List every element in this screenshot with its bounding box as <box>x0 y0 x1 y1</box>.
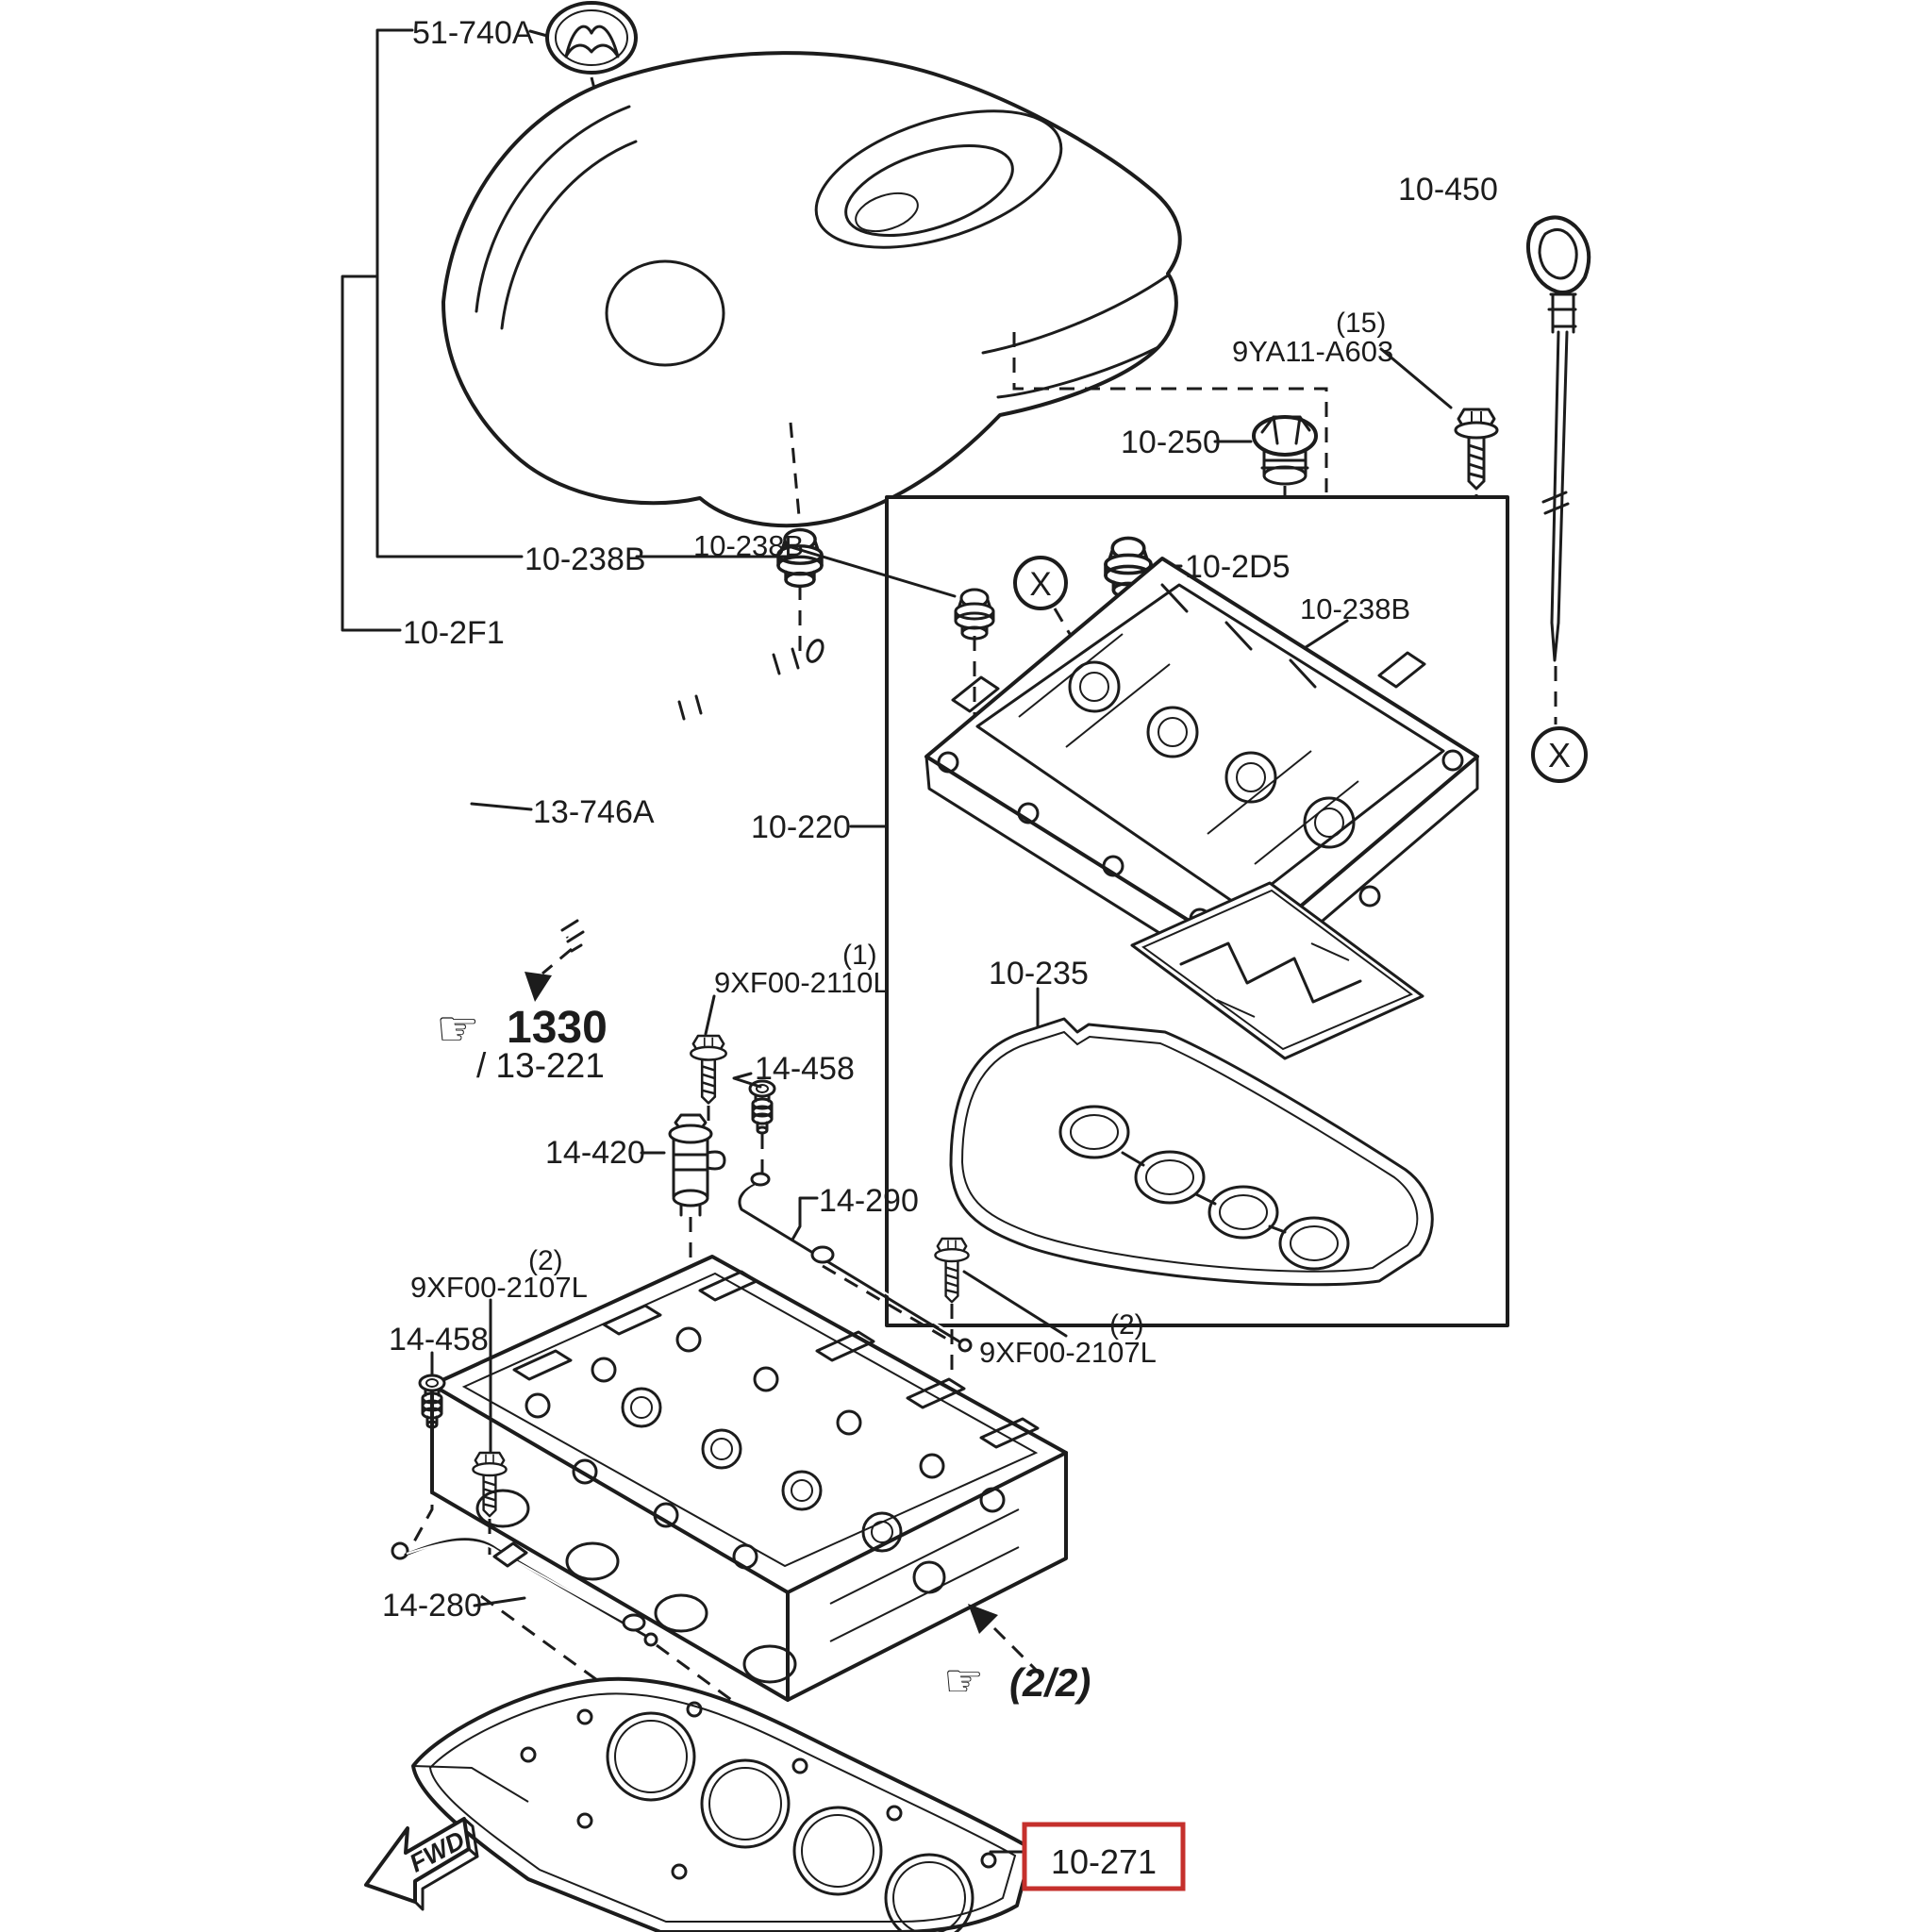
label-14-280: 14-280 <box>382 1588 482 1624</box>
label-14-458-lower: 14-458 <box>389 1322 489 1357</box>
joint-upper-leader <box>732 1072 762 1089</box>
baffle-plate-art <box>1130 881 1424 1060</box>
label-51-740a: 51-740A <box>412 15 534 51</box>
cross-marker-box: X <box>1013 556 1068 610</box>
joint-upper-art <box>748 1079 776 1135</box>
cross-marker-dipstick: X <box>1531 726 1588 783</box>
cross-marker-box-text: X <box>1029 566 1051 603</box>
oil-pipe-lower-art <box>391 1538 658 1647</box>
dipstick-art <box>1525 215 1591 662</box>
cover-cap-projection <box>1012 332 1328 492</box>
label-10-238b-box-left: 10-238B <box>693 529 804 562</box>
label-9xf00-2107l-right: 9XF00-2107L <box>979 1336 1157 1369</box>
label-qty-1: (1) <box>842 940 877 971</box>
label-9ya11-a603: 9YA11-A603 <box>1232 335 1393 368</box>
oil-pipe-upper-leader <box>791 1196 819 1241</box>
label-14-290: 14-290 <box>819 1183 919 1219</box>
hose-ref-projection <box>541 947 573 975</box>
joint-lower-projection <box>411 1428 434 1544</box>
cylinder-head-art <box>430 1255 1068 1702</box>
fwd-direction-icon: FWD <box>364 1817 479 1911</box>
label-14-458-upper: 14-458 <box>755 1051 855 1087</box>
bolt-9ya11-art <box>1454 408 1499 491</box>
hand-pointer-icon-1330: ☞ <box>436 1001 480 1058</box>
bolt-2110l-art <box>690 1034 727 1105</box>
mazda-emblem-icon <box>545 1 638 75</box>
head-gasket-label: 10-271 <box>1051 1842 1157 1881</box>
engine-cover-art <box>441 51 1182 528</box>
emblem-leader <box>528 29 549 38</box>
label-14-420: 14-420 <box>545 1135 645 1171</box>
ref-1330-label[interactable]: 1330 <box>507 1003 608 1053</box>
valve-cover-art <box>924 557 1479 989</box>
head-gasket-projection <box>480 1594 605 1687</box>
label-10-220: 10-220 <box>751 809 851 845</box>
bolt-2110l-leader <box>704 994 716 1036</box>
label-10-235: 10-235 <box>989 956 1089 991</box>
view-ref-arrow <box>968 1604 998 1634</box>
label-10-238b-box-right: 10-238B <box>1300 592 1410 625</box>
label-13-746a: 13-746A <box>533 794 655 830</box>
label-qty-2-left: (2) <box>528 1245 563 1276</box>
hand-pointer-icon-view: ☞ <box>943 1655 984 1707</box>
bolt-9ya11-leader <box>1379 347 1453 409</box>
label-10-250: 10-250 <box>1121 425 1221 460</box>
label-qty-2-right: (2) <box>1109 1309 1144 1341</box>
bolt-2107r-leader <box>962 1270 1068 1338</box>
hose-ref-arrow <box>525 972 552 1002</box>
vent-hose-leader <box>470 802 533 811</box>
ref-view-label: (2/2) <box>1009 1660 1091 1705</box>
cross-marker-dipstick-text: X <box>1548 736 1571 774</box>
label-10-238b-outer: 10-238B <box>525 541 646 577</box>
label-qty-15: (15) <box>1336 308 1386 339</box>
oil-pipe-upper-art <box>738 1172 973 1353</box>
oil-cap-art <box>1252 415 1318 486</box>
ref-13-221-label[interactable]: / 13-221 <box>476 1046 605 1085</box>
label-10-450: 10-450 <box>1398 172 1498 208</box>
left-bracket-lines <box>341 28 799 632</box>
highlighted-callout-10-271[interactable]: 10-271 <box>1022 1822 1186 1891</box>
view-ref-projection <box>992 1626 1038 1672</box>
head-gasket-art <box>411 1676 1034 1932</box>
cover-grommet-projection <box>789 422 802 527</box>
grommet-box-right-leader <box>1298 619 1349 653</box>
label-10-2d5: 10-2D5 <box>1185 549 1291 585</box>
cover-gasket-art <box>949 1017 1434 1287</box>
label-9xf00-2107l-left: 9XF00-2107L <box>410 1271 588 1304</box>
label-10-2f1: 10-2F1 <box>403 615 505 651</box>
grommet-box-left-leader <box>783 543 957 598</box>
oil-pipe-lower-leader <box>473 1596 526 1607</box>
ocv-art <box>668 1113 726 1217</box>
label-9xf00-2110l: 9XF00-2110L <box>714 966 890 999</box>
vent-hose-art <box>467 639 824 953</box>
